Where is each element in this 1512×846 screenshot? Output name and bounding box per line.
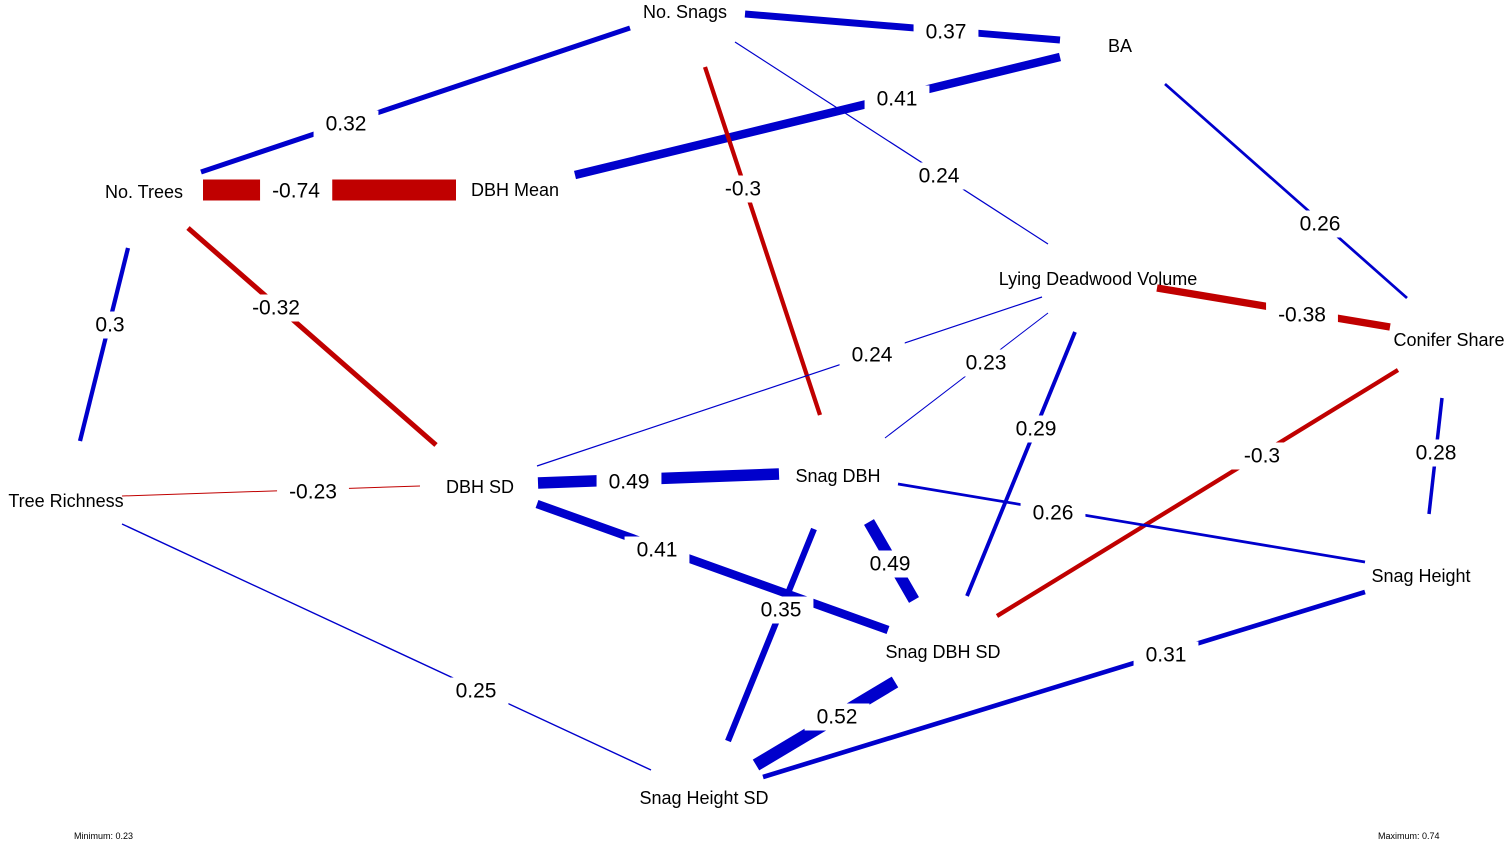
edge-label-no_snags-ba: 0.37 xyxy=(926,21,967,44)
edge-label-bg xyxy=(83,311,137,339)
edge-label-bg xyxy=(596,468,662,496)
edge-label-lying-dbh_sd: 0.24 xyxy=(852,344,893,367)
edge-label-bg xyxy=(712,175,774,203)
edge-label-bg xyxy=(804,703,870,731)
node-snag-height: Snag Height xyxy=(1371,566,1470,586)
edge-label-no_trees-dbh_sd: -0.32 xyxy=(252,297,300,320)
edge-lying-snag_dbh_sd xyxy=(965,331,1077,597)
edge-label-bg xyxy=(1133,641,1199,669)
edge-tree_richness-dbh_sd xyxy=(121,485,421,497)
edge-label-snag_dbh-snag_height: 0.26 xyxy=(1033,502,1074,525)
edge-no_snags-snag_dbh xyxy=(702,66,823,416)
edge-label-lying-conifer: -0.38 xyxy=(1278,304,1326,327)
edge-label-bg xyxy=(260,177,333,205)
edge-dbh_sd-snag_dbh_sd xyxy=(535,500,890,634)
edge-label-dbh_sd-snag_dbh: 0.49 xyxy=(609,471,650,494)
edge-label-bg xyxy=(1231,442,1293,470)
edge-no_trees-dbh_sd xyxy=(186,226,438,447)
edge-no_trees-tree_richness xyxy=(77,247,131,442)
edge-label-bg xyxy=(1266,301,1338,329)
edge-label-bg xyxy=(748,596,814,624)
edge-label-no_snags-lying: 0.24 xyxy=(919,165,960,188)
edge-label-dbh_mean-ba: 0.41 xyxy=(877,88,918,111)
edge-label-bg xyxy=(277,478,349,506)
edge-label-bg xyxy=(1403,439,1469,467)
edge-tree_richness-snag_height_sd xyxy=(121,523,652,771)
edge-label-conifer-snag_dbh_sd: -0.3 xyxy=(1244,445,1280,468)
edge-label-snag_height-snag_height_sd: 0.31 xyxy=(1146,644,1187,667)
edge-lying-dbh_sd xyxy=(536,296,1043,467)
node-ba: BA xyxy=(1108,36,1132,56)
edge-label-dbh_sd-snag_dbh_sd: 0.41 xyxy=(637,539,678,562)
edge-label-no_trees-tree_richness: 0.3 xyxy=(95,314,124,337)
edge-ba-conifer xyxy=(1164,82,1408,300)
node-dbh-mean: DBH Mean xyxy=(471,180,559,200)
edge-label-bg xyxy=(857,550,923,578)
node-snag-height-sd: Snag Height SD xyxy=(639,788,768,808)
edge-dbh_mean-ba xyxy=(574,52,1061,180)
minimum-label: Minimum: 0.23 xyxy=(74,831,133,841)
edge-no_snags-ba xyxy=(744,10,1061,44)
node-dbh-sd: DBH SD xyxy=(446,477,514,497)
edge-label-ba-conifer: 0.26 xyxy=(1300,213,1341,236)
edge-snag_height-snag_height_sd xyxy=(762,589,1366,780)
edge-label-no_trees-dbh_mean: -0.74 xyxy=(272,180,320,203)
edge-label-bg xyxy=(313,110,379,138)
edge-label-tree_richness-dbh_sd: -0.23 xyxy=(289,481,337,504)
edge-label-snag_dbh-snag_height_sd: 0.35 xyxy=(761,599,802,622)
edge-label-bg xyxy=(913,18,979,46)
edge-snag_dbh-snag_height xyxy=(897,482,1366,564)
edge-label-no_snags-no_trees: 0.32 xyxy=(326,113,367,136)
edge-label-conifer-snag_height: 0.28 xyxy=(1416,442,1457,465)
node-snag-dbh: Snag DBH xyxy=(795,466,880,486)
node-no-trees: No. Trees xyxy=(105,182,183,202)
edge-label-bg xyxy=(906,162,972,190)
node-conifer: Conifer Share xyxy=(1393,330,1504,350)
edge-label-bg xyxy=(953,349,1019,377)
edge-conifer-snag_dbh_sd xyxy=(995,368,1400,618)
node-no-snags: No. Snags xyxy=(643,2,727,22)
edge-label-snag_dbh_sd-snag_height_sd: 0.52 xyxy=(817,706,858,729)
edge-label-bg xyxy=(443,677,509,705)
node-lying: Lying Deadwood Volume xyxy=(999,269,1197,289)
edge-label-bg xyxy=(1287,210,1353,238)
edge-no_snags-no_trees xyxy=(200,25,631,175)
edge-label-no_snags-snag_dbh: -0.3 xyxy=(725,178,761,201)
edge-label-bg xyxy=(839,341,905,369)
edge-no_snags-lying xyxy=(734,41,1049,245)
node-snag-dbh-sd: Snag DBH SD xyxy=(885,642,1000,662)
edge-label-bg xyxy=(240,294,312,322)
edge-label-bg xyxy=(864,85,930,113)
edge-label-tree_richness-snag_height_sd: 0.25 xyxy=(456,680,497,703)
edge-label-bg xyxy=(624,536,690,564)
edge-label-lying-snag_dbh_sd: 0.29 xyxy=(1016,418,1057,441)
maximum-label: Maximum: 0.74 xyxy=(1378,831,1440,841)
edge-label-snag_dbh-snag_dbh_sd: 0.49 xyxy=(870,553,911,576)
edge-label-bg xyxy=(1020,499,1086,527)
node-tree-richness: Tree Richness xyxy=(8,491,123,511)
edges-layer: 0.37 0.32 0.41 -0.3 0.24 0.26 -0.74 0.3 -0.32 -0.… xyxy=(77,10,1469,780)
edge-label-bg xyxy=(1003,415,1069,443)
edge-label-lying-snag_dbh: 0.23 xyxy=(966,352,1007,375)
edge-snag_dbh-snag_height_sd xyxy=(725,527,817,743)
